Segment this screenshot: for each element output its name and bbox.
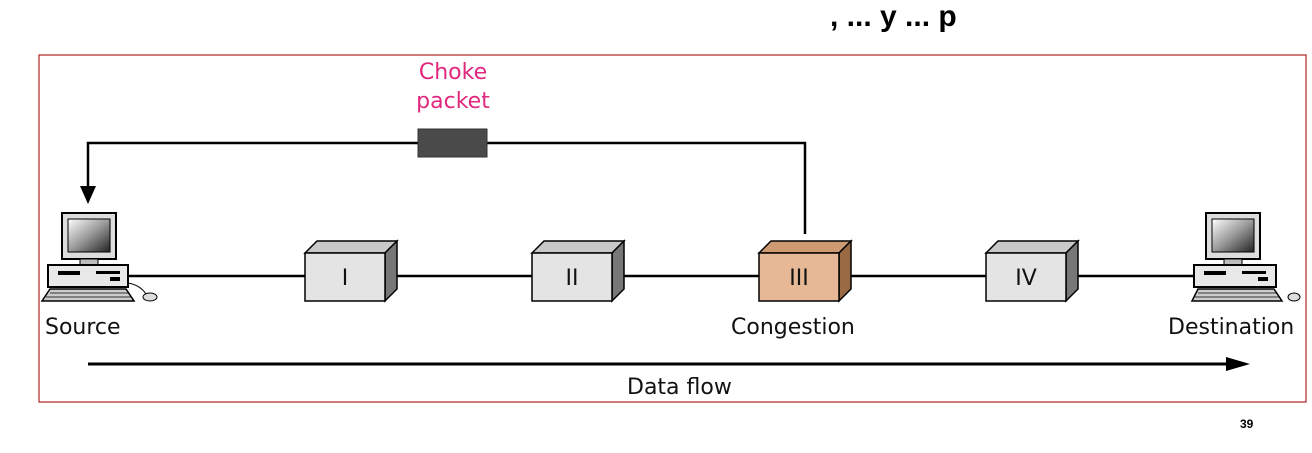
congestion-label: Congestion bbox=[731, 315, 855, 340]
router-3: III bbox=[757, 239, 853, 303]
source-computer-icon bbox=[40, 212, 158, 302]
destination-label: Destination bbox=[1168, 315, 1294, 340]
feedback-arrowhead bbox=[80, 186, 96, 204]
data-flow-arrowhead bbox=[1226, 357, 1250, 371]
router-label: I bbox=[342, 266, 349, 291]
router-1: I bbox=[303, 239, 399, 303]
data-flow-label: Data flow bbox=[627, 375, 732, 400]
choke-label-line1: Choke bbox=[419, 60, 487, 85]
choke-label-line2: packet bbox=[416, 89, 490, 114]
destination-computer-icon bbox=[1190, 212, 1301, 302]
router-top-face bbox=[757, 240, 853, 254]
router-label: II bbox=[566, 266, 579, 291]
router-top-face bbox=[984, 240, 1080, 254]
page-number: 39 bbox=[1240, 417, 1254, 431]
choke-packet-box bbox=[417, 128, 488, 158]
router-front-face bbox=[304, 252, 386, 302]
router-label: III bbox=[789, 266, 808, 291]
router-top-face bbox=[530, 240, 626, 254]
router-4: IV bbox=[984, 239, 1080, 303]
router-label: IV bbox=[1015, 266, 1037, 291]
router-top-face bbox=[303, 240, 399, 254]
router-front-face bbox=[531, 252, 613, 302]
router-front-face bbox=[758, 252, 840, 302]
router-2: II bbox=[530, 239, 626, 303]
source-label: Source bbox=[45, 315, 121, 340]
diagram-frame bbox=[38, 54, 1307, 403]
header-fragment: , ... y ... p bbox=[830, 0, 957, 33]
router-front-face bbox=[985, 252, 1067, 302]
